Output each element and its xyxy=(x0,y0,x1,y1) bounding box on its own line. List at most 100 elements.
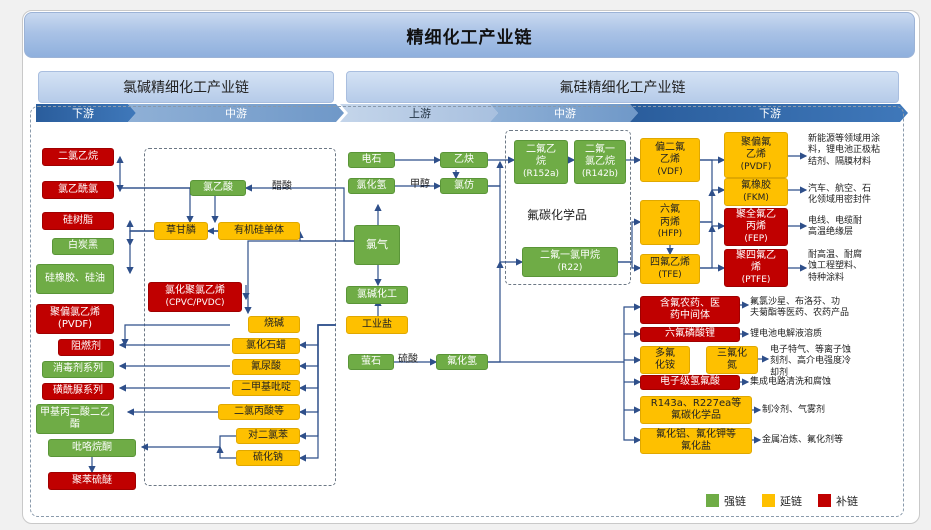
down-tfe-line1: 四氟乙烯 xyxy=(650,257,690,269)
desc-lipf6: 锂电池电解液溶质 xyxy=(750,329,823,339)
desc-pvdf-line1: 新能源等领域用涂 xyxy=(808,134,881,144)
mid-r152a: 二氟乙 烷 (R152a) xyxy=(514,140,568,184)
mid-cpvc-pvdc-line2: (CPVC/PVDC) xyxy=(165,297,225,308)
legend-swatch xyxy=(706,494,719,507)
mid-r22-line2: (R22) xyxy=(557,262,583,273)
mid-r142b: 二氟一 氯乙烷 (R142b) xyxy=(574,140,626,184)
label-methanol: 甲醇 xyxy=(410,179,430,190)
label-sulfuric-acid: 硫酸 xyxy=(398,354,418,365)
stage-right-midstream: 中游 xyxy=(554,107,576,120)
mid-r22-line1: 二氟一氯甲烷 xyxy=(540,250,600,262)
mid-caustic-soda: 烧碱 xyxy=(248,316,300,333)
stage-left-midstream: 中游 xyxy=(225,107,247,120)
down-ptfe-line3: (PTFE) xyxy=(741,274,771,285)
node-industrial-salt: 工业盐 xyxy=(346,316,408,334)
down-pvdf-line1: 聚偏氟 xyxy=(741,136,771,148)
product-dichloroethane: 二氯乙烷 xyxy=(42,148,114,166)
down-hfp-line3: (HFP) xyxy=(657,229,683,240)
desc-fkm: 汽车、航空、石 化领域用密封件 xyxy=(808,184,871,207)
desc-nf3-line3: 却剂 xyxy=(770,367,789,378)
mid-sodium-sulfide: 硫化钠 xyxy=(236,450,300,466)
mid-chloroacetic-acid: 氯乙酸 xyxy=(190,180,246,196)
desc-nf3-line1: 电子特气、等离子蚀 xyxy=(770,345,852,355)
legend-swatch xyxy=(818,494,831,507)
down-ptfe: 聚四氟乙 烯 (PTFE) xyxy=(724,249,788,287)
prod-pesticide-line1: 含氟农药、医 xyxy=(660,297,720,309)
stage-right-downstream: 下游 xyxy=(759,107,781,120)
mid-chlorinated-paraffin: 氯化石蜡 xyxy=(232,338,300,354)
down-ptfe-line1: 聚四氟乙 xyxy=(736,249,776,261)
mid-cpvc-pvdc: 氯化聚氯乙烯 (CPVC/PVDC) xyxy=(148,282,242,312)
mid-r142b-line2: 氯乙烷 xyxy=(585,156,615,168)
product-white-carbon-black: 白炭黑 xyxy=(52,238,114,255)
prod-multi-line1: 多氟 xyxy=(655,347,675,359)
mid-r152a-line3: (R152a) xyxy=(523,168,559,179)
down-fep-line2: 丙烯 xyxy=(746,221,766,233)
down-vdf: 偏二氟 乙烯 (VDF) xyxy=(640,138,700,182)
down-fkm-line2: (FKM) xyxy=(743,192,769,203)
mid-r22: 二氟一氯甲烷 (R22) xyxy=(522,247,618,277)
down-pvdf: 聚偏氟 乙烯 (PVDF) xyxy=(724,132,788,178)
mid-dichloropropionic-acid: 二氯丙酸等 xyxy=(218,404,300,420)
down-fep-line3: (FEP) xyxy=(744,233,768,244)
mid-r142b-line1: 二氟一 xyxy=(585,143,615,155)
desc-electronic-hf: 集成电路清洗和腐蚀 xyxy=(750,377,832,387)
node-chloralkali: 氯碱化工 xyxy=(346,286,408,304)
section-fluorosilicon: 氟硅精细化工产业链 xyxy=(346,71,899,103)
prod-nf3: 三氟化氮 xyxy=(706,346,758,374)
mid-cpvc-pvdc-line1: 氯化聚氯乙烯 xyxy=(165,285,225,297)
down-tfe-line2: (TFE) xyxy=(658,269,682,280)
mid-r142b-line3: (R142b) xyxy=(581,168,619,179)
chlor-midstream-group xyxy=(144,148,336,486)
down-hfp-line2: 丙烯 xyxy=(660,216,680,228)
desc-pesticide: 氟氯沙星、布洛芬、功 夫菊酯等医药、农药产品 xyxy=(750,297,849,320)
desc-nf3: 电子特气、等离子蚀 刻剂、高介电强度冷 却剂 xyxy=(770,345,851,379)
down-fep-line1: 聚全氟乙 xyxy=(736,208,776,220)
label-acetic-acid: 醋酸 xyxy=(272,181,292,192)
desc-nf3-line2: 刻剂、高介电强度冷 xyxy=(770,356,852,367)
product-diethyl-methylmalonate: 甲基丙二酸二乙酯 xyxy=(36,404,114,434)
legend-swatch xyxy=(762,494,775,507)
down-fkm: 氟橡胶 (FKM) xyxy=(724,178,788,206)
content-frame xyxy=(30,106,904,517)
up-hydrogen-chloride: 氯化氢 xyxy=(348,178,395,194)
down-pvdf-line2: 乙烯 xyxy=(746,149,766,161)
up-fluorite: 萤石 xyxy=(348,354,394,370)
legend-label: 延链 xyxy=(780,495,802,508)
desc-pesticide-line1: 氟氯沙星、布洛芬、功 xyxy=(750,297,841,307)
down-fep: 聚全氟乙 丙烯 (FEP) xyxy=(724,208,788,246)
up-calcium-carbide: 电石 xyxy=(348,152,395,168)
product-pyrrolidone: 吡咯烷酮 xyxy=(48,439,136,457)
mid-glycine: 草甘膦 xyxy=(154,222,208,240)
product-flame-retardant: 阻燃剂 xyxy=(58,339,114,356)
stage-left-downstream: 下游 xyxy=(72,107,94,120)
stage-right-upstream: 上游 xyxy=(409,107,431,120)
desc-fep: 电线、电缆耐 高温绝缘层 xyxy=(808,216,862,239)
product-pvdf-chlor: 聚偏氯乙烯(PVDF) xyxy=(36,304,114,334)
down-tfe: 四氟乙烯 (TFE) xyxy=(640,254,700,284)
down-hfp-line1: 六氟 xyxy=(660,204,680,216)
prod-aluminum-line1: 氟化铝、氟化钾等 xyxy=(656,428,736,440)
desc-pvdf-line2: 料，锂电池正极粘 xyxy=(808,145,881,156)
prod-multi-fluoride: 多氟 化铵 xyxy=(640,346,690,374)
fluorocarbon-group-label: 氟碳化学品 xyxy=(527,208,588,222)
desc-fkm-line1: 汽车、航空、石 xyxy=(808,184,872,194)
desc-refrigerant: 制冷剂、气雾剂 xyxy=(762,405,826,415)
down-vdf-line3: (VDF) xyxy=(657,166,683,177)
legend-label: 补链 xyxy=(836,495,858,508)
fluorocarbon-group xyxy=(505,130,631,285)
prod-refrig-line2: 氟碳化学品 xyxy=(671,410,721,421)
desc-fep-line1: 电线、电缆耐 xyxy=(808,216,863,226)
prod-aluminum-line2: 氟化盐 xyxy=(681,441,711,452)
prod-fluorinated-pesticide: 含氟农药、医 药中间体 xyxy=(640,296,740,324)
desc-fep-line2: 高温绝缘层 xyxy=(808,227,854,238)
product-pps: 聚苯硫醚 xyxy=(48,472,136,490)
desc-pvdf-line3: 结剂、隔膜材料 xyxy=(808,156,872,167)
desc-ptfe: 耐高温、耐腐 蚀工程塑料、 特种涂料 xyxy=(808,250,862,284)
product-silicone-resin: 硅树脂 xyxy=(42,212,114,230)
up-chloroform: 氯仿 xyxy=(440,178,488,194)
product-sulfonylurea-series: 磺酰脲系列 xyxy=(42,383,114,400)
up-acetylene: 乙炔 xyxy=(440,152,488,168)
legend-label: 强链 xyxy=(724,495,746,508)
